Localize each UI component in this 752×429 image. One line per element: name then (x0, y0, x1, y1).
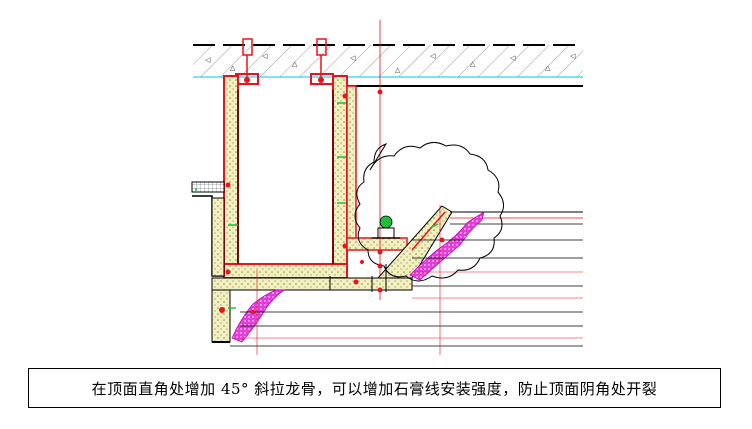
svg-text:△: △ (395, 66, 401, 74)
left-wall-ledge (191, 181, 225, 277)
svg-text:◁: ◁ (350, 54, 356, 62)
fastener-arrows (195, 102, 439, 309)
svg-text:◁: ◁ (430, 52, 436, 60)
ceiling-corner-section-drawing: ◁ △ ◁ △ ◁ △ ◁ △ ◁ △ ◁ (191, 20, 583, 355)
gypsum-cornice (231, 211, 485, 343)
keel-fasteners-bottom (329, 264, 387, 292)
caption-box: 在顶面直角处增加 45° 斜拉龙骨，可以增加石膏线安装强度，防止顶面阴角处开裂 (28, 368, 721, 408)
svg-text:◁: ◁ (510, 54, 516, 62)
screw-markers (219, 89, 445, 314)
main-keel-frame (223, 75, 348, 279)
svg-text:△: △ (545, 64, 551, 72)
svg-text:◁: ◁ (570, 52, 576, 60)
caption-text: 在顶面直角处增加 45° 斜拉龙骨，可以增加石膏线安装强度，防止顶面阴角处开裂 (91, 379, 658, 398)
diagonal-brace-45 (376, 205, 583, 279)
detail-bubble (354, 142, 504, 282)
svg-text:◁: ◁ (205, 56, 211, 64)
svg-text:△: △ (292, 60, 298, 68)
keel-connector-clip (372, 215, 400, 239)
svg-text:◁: ◁ (262, 52, 268, 60)
concrete-slab: ◁ △ ◁ △ ◁ △ ◁ △ ◁ △ ◁ (193, 44, 583, 78)
hanger-bolt-left (235, 38, 259, 85)
svg-text:△: △ (230, 64, 236, 72)
svg-text:△: △ (470, 60, 476, 68)
gypsum-board-lower (211, 277, 413, 343)
